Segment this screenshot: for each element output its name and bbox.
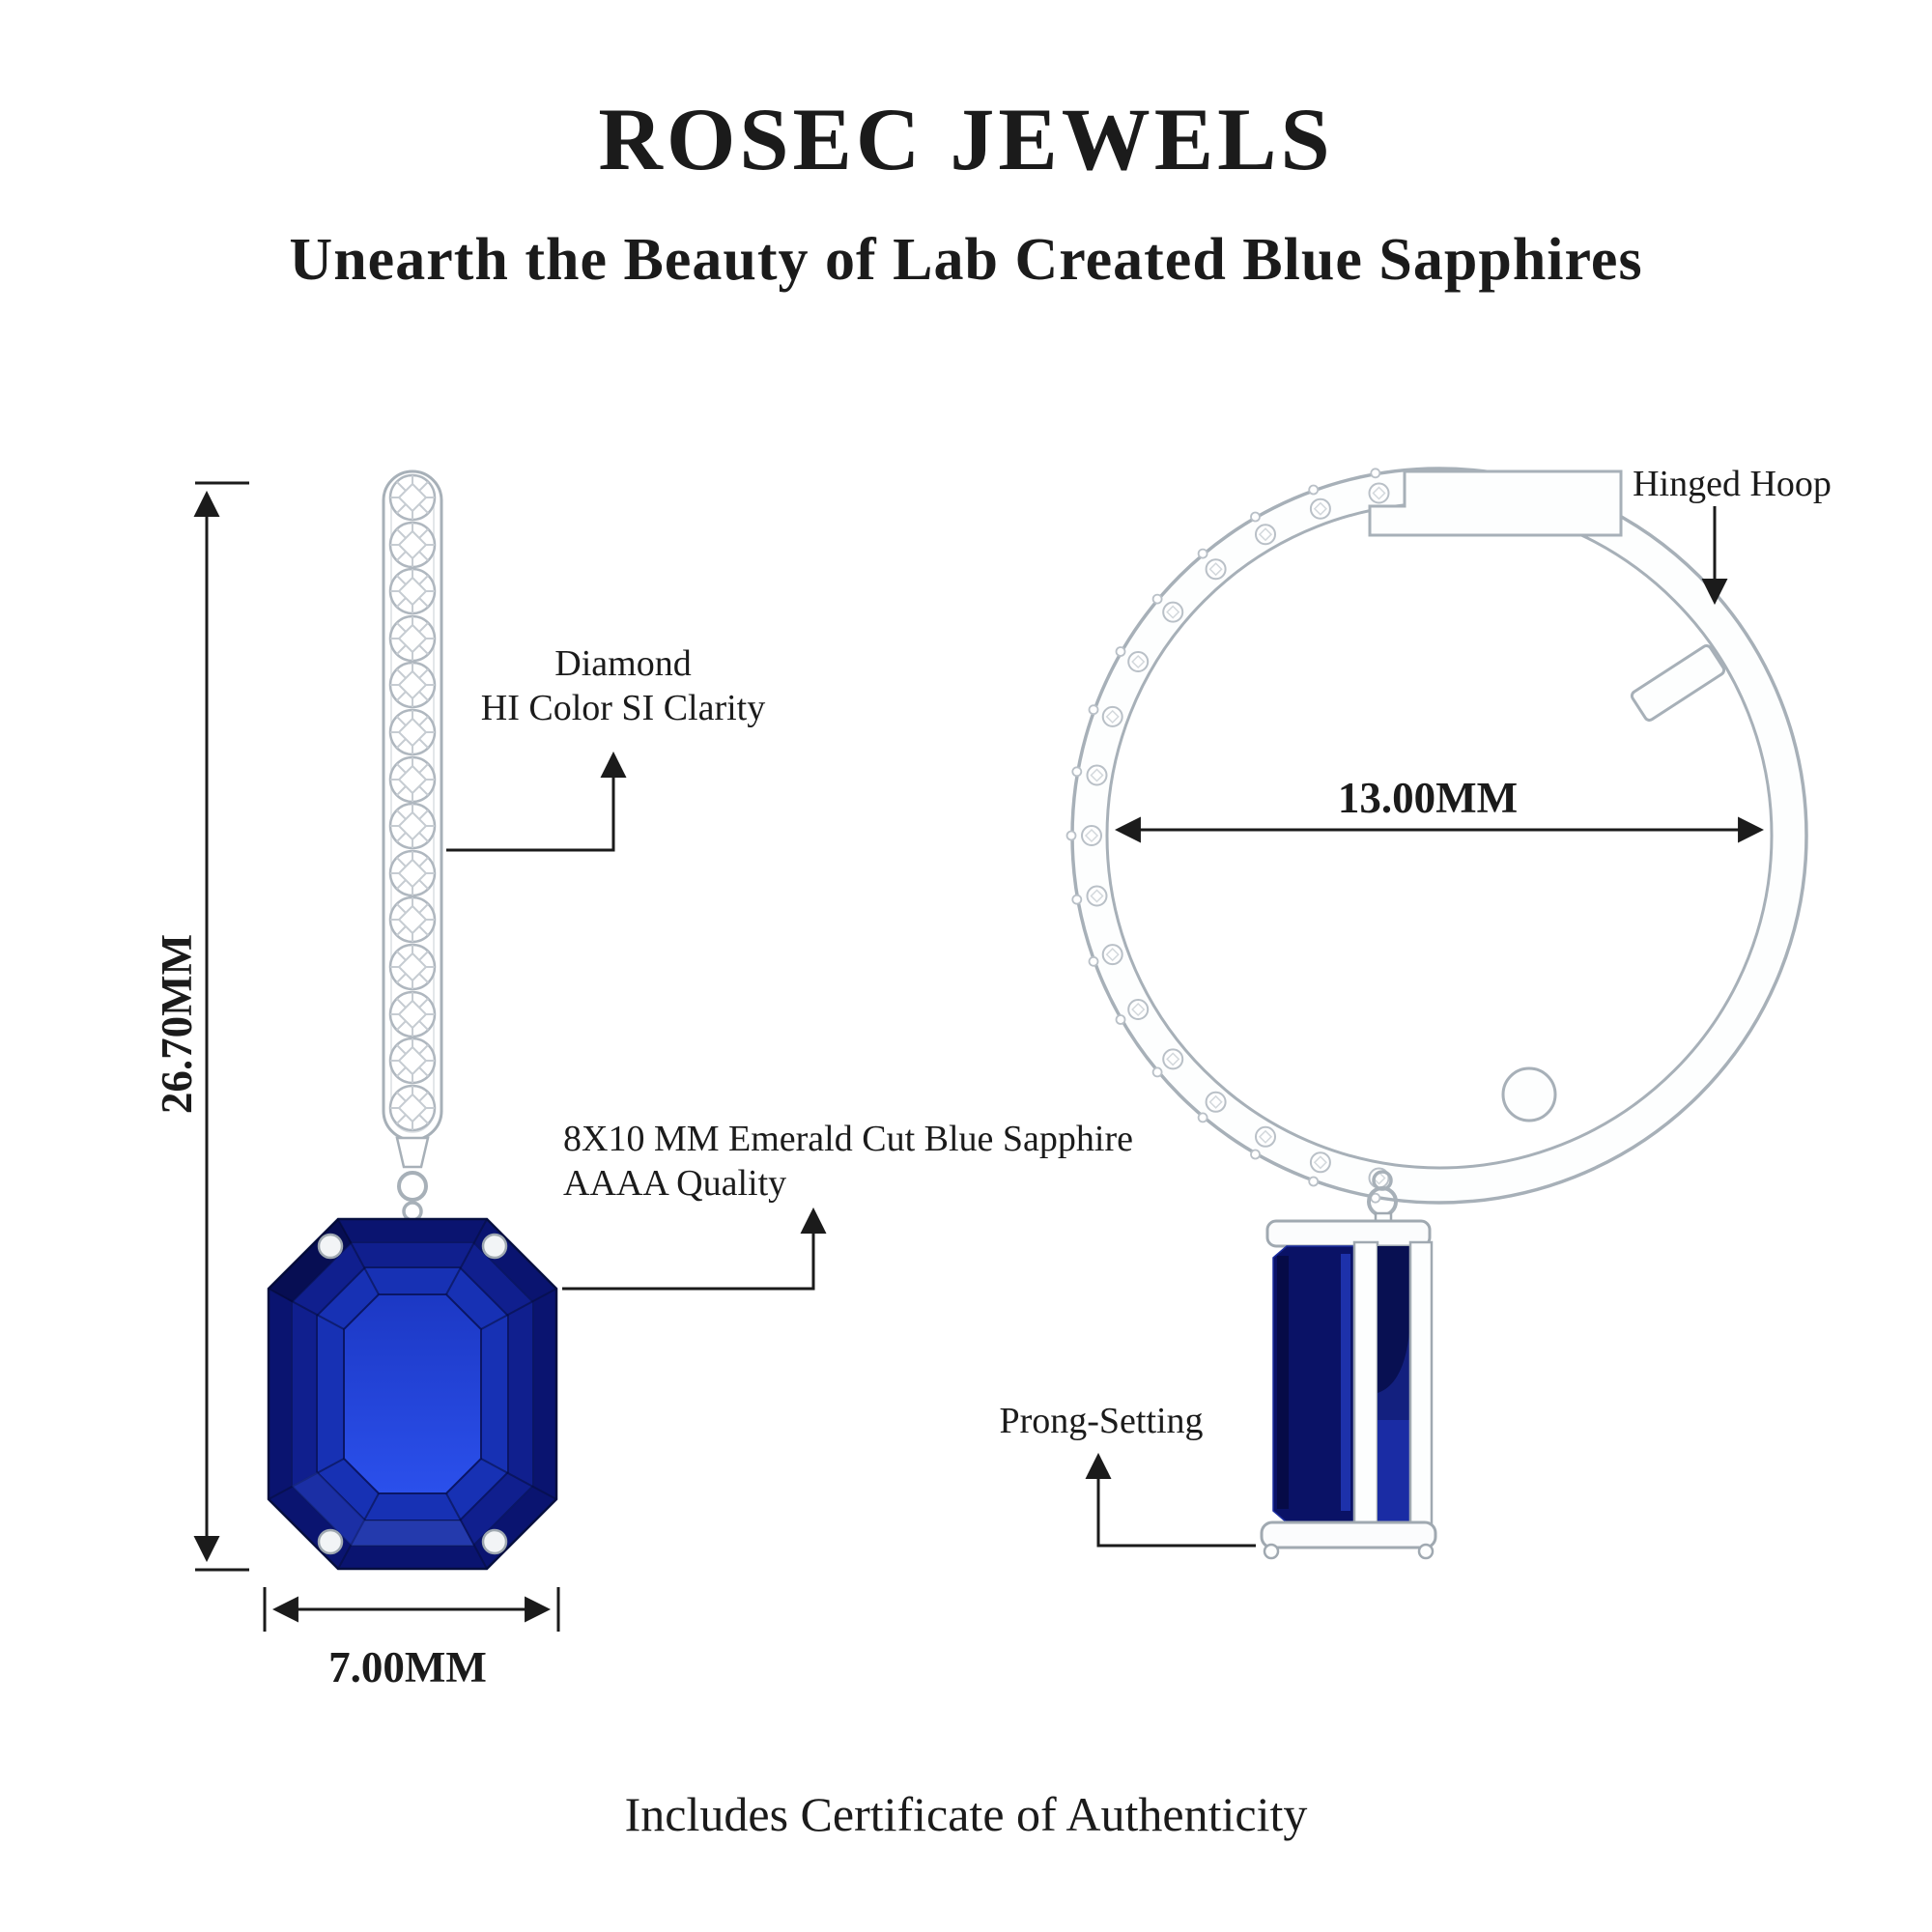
- annotation-hinged-hoop: Hinged Hoop: [1633, 464, 1832, 504]
- tagline: Unearth the Beauty of Lab Created Blue S…: [289, 227, 1643, 293]
- front-earring-illustration: [267, 469, 558, 1571]
- certificate-note: Includes Certificate of Authenticity: [624, 1787, 1308, 1841]
- drop-side-view: [1260, 1211, 1437, 1560]
- strip-tongue: [395, 1136, 430, 1169]
- brand-title: ROSEC JEWELS: [598, 90, 1334, 188]
- dimension-label-width: 7.00MM: [328, 1643, 487, 1691]
- diamond-annotation-arrow: [446, 751, 627, 852]
- annotation-diamond-line1: Diamond: [554, 643, 692, 684]
- prongs-front: [317, 1233, 508, 1555]
- annotation-sapphire-line1: 8X10 MM Emerald Cut Blue Sapphire: [563, 1119, 1133, 1159]
- sapphire-front: [267, 1217, 558, 1571]
- prong-bar-inner: [1352, 1240, 1379, 1528]
- annotation-sapphire: 8X10 MM Emerald Cut Blue Sapphire AAAA Q…: [563, 1117, 1133, 1206]
- sapphire-annotation-arrow: [562, 1207, 827, 1291]
- annotation-diamond: Diamond HI Color SI Clarity: [481, 641, 765, 730]
- annotation-sapphire-line2: AAAA Quality: [563, 1163, 787, 1204]
- prong-annotation-arrow: [1085, 1452, 1256, 1548]
- basket-top-bar: [1265, 1219, 1432, 1248]
- prong-bar-outer: [1408, 1240, 1434, 1528]
- annotation-prong-setting: Prong-Setting: [999, 1401, 1204, 1441]
- hinge-pivot-circle: [1501, 1066, 1557, 1122]
- dimension-label-height: 26.70MM: [153, 933, 201, 1115]
- stone-bail-loop: [402, 1201, 423, 1222]
- dimension-label-hoop-diameter: 13.00MM: [1337, 774, 1519, 822]
- dimension-lines: [193, 481, 1765, 1632]
- hoop-earring-illustration: [1065, 467, 1808, 1560]
- hoop-outer-edge-beads: [1065, 468, 1381, 1204]
- hinge-bar: [1368, 469, 1623, 537]
- annotation-diamond-line2: HI Color SI Clarity: [480, 688, 766, 728]
- hoop-inner-circle: [1105, 501, 1774, 1170]
- basket-bottom-bar: [1260, 1520, 1437, 1549]
- hinge-latch: [1630, 644, 1726, 722]
- annotation-arrows: [446, 506, 1728, 1548]
- connector-ring: [397, 1171, 428, 1202]
